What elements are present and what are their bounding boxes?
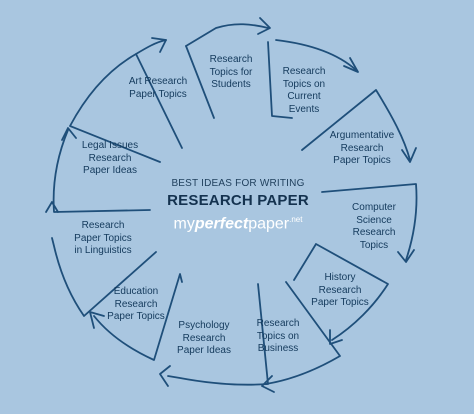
cycle-arrow — [321, 183, 418, 261]
cycle-arrow — [293, 243, 389, 341]
center-heading: BEST IDEAS FOR WRITING RESEARCH PAPER my… — [158, 178, 318, 233]
topic-education-research-paper-topics: Education Research Paper Topics — [107, 286, 165, 322]
arrow-head-icon — [257, 17, 271, 35]
topic-argumentative-research-paper-topics: Argumentative Research Paper Topics — [329, 130, 395, 166]
arrow-head-icon — [343, 57, 359, 73]
logo-part-my: my — [173, 215, 195, 233]
cycle-arrow — [267, 41, 293, 119]
arrow-head-icon — [61, 127, 77, 141]
cycle-arrow — [93, 273, 183, 361]
topic-research-topics-on-business: Research Topics on Business — [256, 318, 300, 354]
cycle-arrow — [52, 129, 151, 213]
topic-computer-science-research-topics: Computer Science Research Topics — [352, 202, 396, 251]
cycle-arrow — [135, 39, 183, 149]
cycle-arrow — [69, 53, 161, 163]
logo-part-paper: paper — [248, 215, 290, 233]
logo-part-perfect: perfect — [194, 215, 249, 233]
center-kicker: BEST IDEAS FOR WRITING — [171, 178, 305, 189]
arrow-head-icon — [45, 201, 59, 213]
topic-research-paper-topics-in-linguistics: Research Paper Topics in Linguistics — [74, 220, 132, 256]
arrow-head-icon — [89, 311, 105, 329]
arrow-head-icon — [397, 249, 415, 263]
cycle-arrow — [301, 89, 411, 161]
cycle-arrow — [185, 45, 215, 119]
arrow-head-icon — [261, 375, 275, 393]
topic-psychology-research-paper-ideas: Psychology Research Paper Ideas — [177, 320, 231, 356]
cycle-arrow — [265, 281, 341, 385]
topic-legal-issues-research-paper-ideas: Legal Issues Research Paper Ideas — [81, 140, 139, 176]
topic-art-research-paper-topics: Art Research Paper Topics — [128, 76, 188, 100]
cycle-arrow — [185, 23, 269, 47]
arrow-head-icon — [159, 365, 171, 387]
brand-logo: myperfectpaper.net — [158, 215, 318, 233]
cycle-arrow — [275, 39, 357, 71]
arrow-head-icon — [329, 329, 343, 345]
topic-research-topics-for-students: Research Topics for Students — [209, 54, 253, 90]
topic-research-topics-on-current-events: Research Topics on Current Events — [282, 66, 326, 115]
logo-part-net: .net — [289, 215, 303, 224]
arrow-head-icon — [401, 147, 417, 163]
topic-history-research-paper-topics: History Research Paper Topics — [311, 272, 369, 308]
cycle-arrow — [51, 237, 157, 317]
center-title: RESEARCH PAPER — [167, 192, 309, 209]
cycle-arrow — [167, 283, 269, 386]
